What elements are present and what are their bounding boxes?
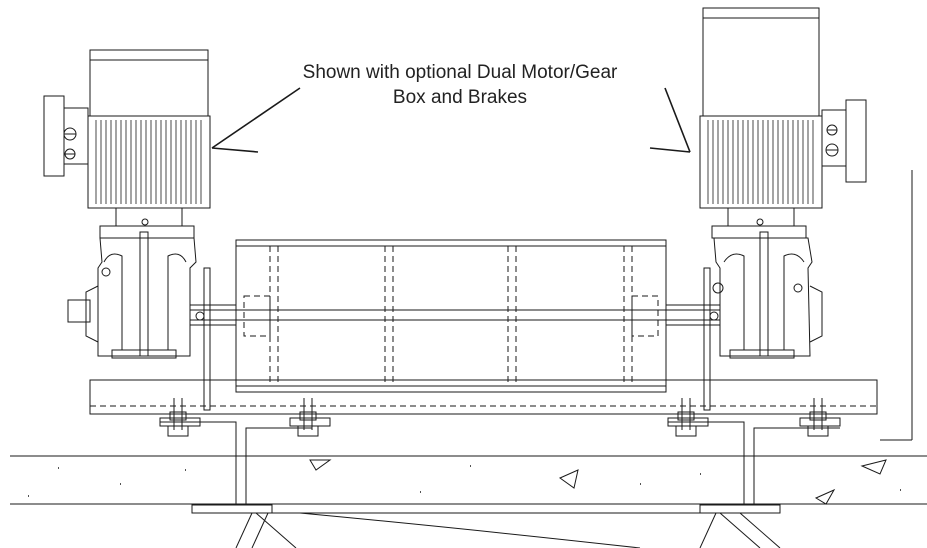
right-motor-fan-cover [702,17,820,117]
left-gearbox-housing [97,237,197,357]
right-motor-cooling-fins [707,120,814,204]
lower-structure [191,504,781,548]
floor-slab [10,455,927,505]
annotation-line-2: Box and Brakes [392,87,528,108]
right-motor-cap-rim [702,7,820,19]
left-side-plate [203,267,211,411]
left-motor-fan-cover [89,59,209,117]
left-motor [43,49,211,239]
left-gearbox-rib [139,231,149,357]
right-adapter-plate [711,225,807,239]
bolt-1 [159,398,201,437]
drum-hidden-lines [243,246,659,386]
aggregate-mark [309,459,332,471]
pulley-drum [235,239,667,393]
annotation-line-1: Shown with optional Dual Motor/Gear [302,62,618,83]
right-motor-flange [727,207,795,227]
right-side-plate [703,267,711,411]
bolt-3 [667,398,709,437]
right-terminal-box [821,109,847,167]
left-output-shaft [67,299,91,323]
base-frame-rail [89,379,878,415]
right-motor [699,7,867,239]
bolt-2 [289,398,331,437]
right-terminal-box-cover [845,99,867,183]
left-motor-cap-rim [89,49,209,61]
left-flange-bolt-icon [141,218,149,226]
leader-arrows [211,87,691,153]
right-flange-bolt-icon [756,218,764,226]
left-terminal-box-cover [43,95,65,177]
pulley-drum-shell [235,239,667,393]
right-shaft-nut-icon [709,311,719,321]
right-gearbox [712,231,823,359]
left-arrowhead-icon [211,147,259,153]
left-motor-cooling-fins [95,120,202,204]
left-shaft-nut-icon [195,311,205,321]
slab-dots [28,465,901,497]
right-gearbox-rib [759,231,769,357]
left-gearbox [67,231,197,359]
aggregate-mark [558,469,579,489]
right-gearbox-foot [729,349,795,359]
right-leader-line [664,87,691,153]
aggregate-mark [860,459,887,475]
left-gearbox-foot [111,349,177,359]
support-beams [160,421,840,505]
bolt-4 [799,398,841,437]
right-gearbox-housing [713,237,813,357]
left-motor-flange [115,207,183,227]
right-brake-icon [712,282,724,294]
base-frame [89,379,878,415]
mounting-bolts [159,398,841,437]
right-gearbox-plug-icon [793,283,803,293]
left-leader-line [211,87,301,149]
left-gearbox-plug-icon [101,267,111,277]
right-arrowhead-icon [649,147,691,153]
aggregate-mark [814,488,836,505]
